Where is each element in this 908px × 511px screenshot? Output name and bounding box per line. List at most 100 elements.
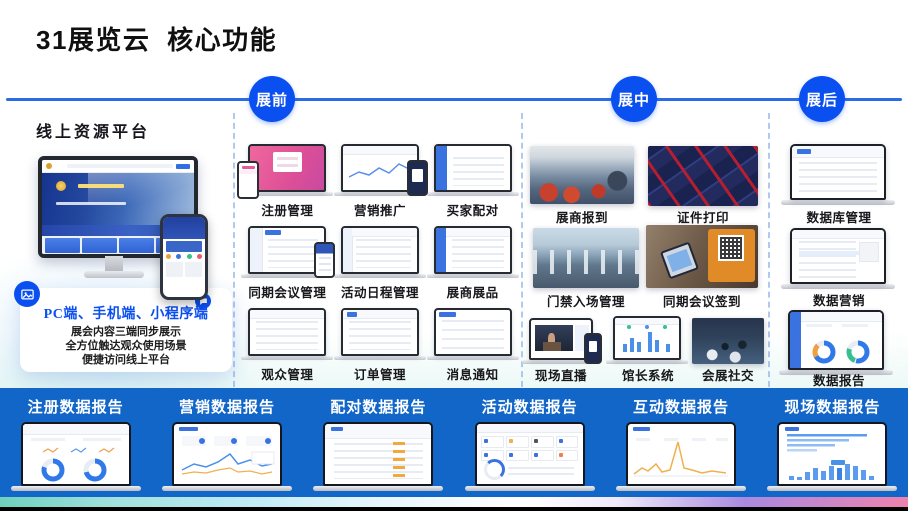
feature-item-exhibitor-products: 展商展品 (426, 221, 519, 303)
feature-label: 注册管理 (261, 204, 314, 218)
photo-exhibitor-checkin (530, 146, 634, 204)
section-divider (768, 113, 770, 387)
report-label: 互动数据报告 (632, 400, 729, 416)
website-searchbar (67, 164, 173, 169)
laptop-mockup (474, 422, 585, 486)
feature-item-data-marketing (781, 228, 895, 289)
laptop-mockup (433, 144, 512, 192)
phone-mockup (237, 161, 260, 199)
banner-slogan (55, 202, 126, 206)
badge-label: 展前 (255, 91, 288, 109)
laptop-mockup (777, 422, 888, 486)
phone-mockup (160, 214, 208, 300)
feature-label: 展商报到 (555, 211, 608, 225)
report-label: 注册数据报告 (27, 400, 124, 416)
phone-in-hand (659, 242, 699, 280)
bottom-black-bar (0, 507, 908, 511)
photo-access-gates (533, 228, 639, 288)
report-label: 现场数据报告 (784, 400, 881, 416)
feature-label: 会展社交 (701, 369, 754, 383)
feature-item-live-stream (522, 318, 602, 365)
data-report-band: 注册数据报告 (0, 388, 908, 497)
laptop-mockup (433, 226, 512, 274)
rainbow-strip (0, 497, 908, 507)
description-line: 全方位触达观众使用场景 (65, 340, 187, 352)
feature-label: 订单管理 (353, 368, 406, 382)
page-title: 31展览云 核心功能 (36, 25, 278, 55)
feature-label: 营销推广 (353, 204, 406, 218)
report-item-interaction: 互动数据报告 (605, 388, 756, 497)
phone-banner (166, 241, 202, 252)
desktop-monitor-mockup (30, 156, 230, 300)
monitor-base (84, 271, 144, 278)
timeline-badge-preshow: 展前 (249, 76, 295, 122)
feature-item-data-report (779, 310, 893, 375)
feature-item-database-management (781, 144, 895, 205)
feature-label: 买家配对 (446, 204, 499, 218)
feature-item-director-system (606, 316, 688, 365)
phone-cards (166, 261, 202, 277)
laptop-mockup (323, 422, 434, 486)
report-item-registration: 注册数据报告 (0, 388, 151, 497)
laptop-mockup (790, 144, 886, 200)
laptop-mockup (340, 144, 419, 192)
feature-label: 数据库管理 (806, 211, 872, 225)
laptop-mockup (790, 228, 886, 284)
laptop-mockup (433, 308, 512, 356)
laptop-mockup (529, 318, 593, 360)
report-item-activity: 活动数据报告 (454, 388, 605, 497)
timeline-badge-midshow: 展中 (611, 76, 657, 122)
monitor-screen (38, 156, 198, 258)
qr-sign (707, 228, 755, 282)
description-line: 展会内容三端同步展示 (71, 326, 181, 338)
feature-label: 同期会议签到 (662, 295, 741, 309)
report-item-onsite: 现场数据报告 (757, 388, 908, 497)
laptop-mockup (248, 144, 327, 192)
feature-label: 现场直播 (534, 369, 587, 383)
preshow-grid: 注册管理 营销推广 买家配对 (237, 139, 519, 385)
banner-title (78, 183, 125, 188)
feature-label: 馆长系统 (621, 369, 674, 383)
image-icon (14, 281, 40, 307)
phone-icons (163, 253, 205, 259)
feature-item-marketing: 营销推广 (333, 139, 428, 221)
feature-label: 数据营销 (812, 294, 865, 308)
phone-mockup (406, 160, 428, 196)
feature-item-buyer-matching: 买家配对 (426, 139, 519, 221)
report-label: 配对数据报告 (330, 400, 427, 416)
laptop-mockup (340, 226, 419, 274)
feature-label: 同期会议管理 (248, 286, 327, 300)
feature-label: 门禁入场管理 (546, 295, 625, 309)
feature-label: 活动日程管理 (340, 286, 419, 300)
description-line: 便捷访问线上平台 (82, 354, 170, 366)
feature-label: 数据报告 (812, 374, 865, 388)
online-platform-heading: 线上资源平台 (36, 124, 151, 141)
report-label: 营销数据报告 (178, 400, 275, 416)
timeline-line (6, 98, 902, 101)
feature-item-message-notification: 消息通知 (426, 303, 519, 385)
photo-badge-printing (648, 146, 758, 206)
laptop-mockup (340, 308, 419, 356)
photo-expo-social (692, 318, 764, 364)
feature-item-audience-management: 观众管理 (241, 303, 334, 385)
badge-label: 展中 (617, 91, 650, 109)
feature-item-order-management: 订单管理 (333, 303, 427, 385)
phone-mockup (314, 242, 336, 278)
platform-card-description: 展会内容三端同步展示 全方位触达观众使用场景 便捷访问线上平台 (20, 325, 232, 367)
badge-label: 展后 (805, 91, 838, 109)
website-substrip (42, 224, 194, 237)
section-divider (521, 113, 523, 387)
laptop-mockup (20, 422, 131, 486)
phone-header (163, 217, 205, 240)
timeline-badge-postshow: 展后 (799, 76, 845, 122)
banner-logo (55, 181, 66, 192)
website-header (42, 160, 194, 174)
feature-label: 展商展品 (446, 286, 499, 300)
qr-code (717, 235, 745, 262)
laptop-mockup (788, 310, 884, 370)
laptop-mockup (625, 422, 736, 486)
section-divider (233, 113, 235, 387)
report-item-marketing: 营销数据报告 (151, 388, 302, 497)
feature-item-registration: 注册管理 (237, 139, 334, 221)
